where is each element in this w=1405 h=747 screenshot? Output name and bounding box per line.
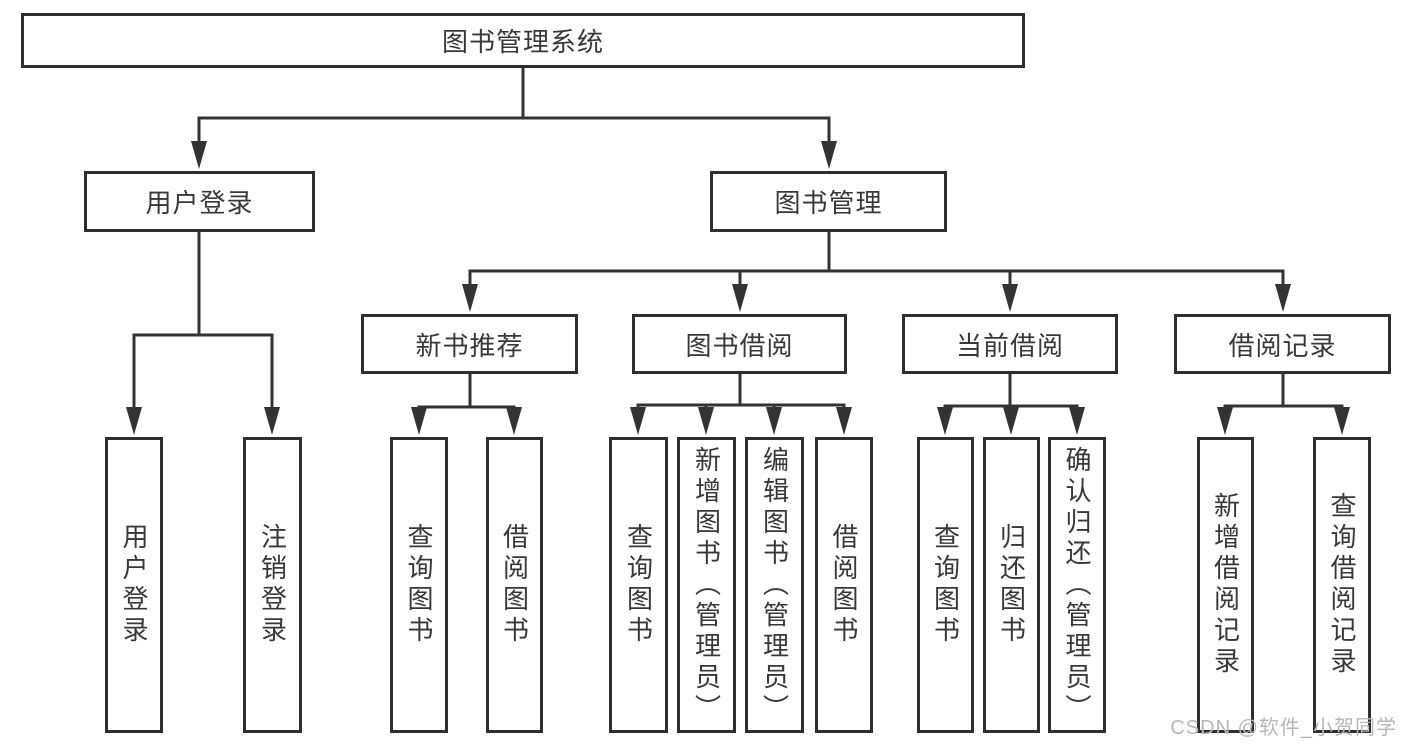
leaf-query-borrow-record-label: 查询借阅记录 (1327, 492, 1357, 678)
leaf-query-books-1: 查询图书 (390, 437, 448, 733)
leaf-logout: 注销登录 (243, 437, 302, 733)
leaf-confirm-return-admin: 确认归还（管理员） (1048, 437, 1106, 733)
leaf-edit-books-admin: 编辑图书（管理员） (745, 437, 804, 733)
node-book-management: 图书管理 (710, 171, 947, 232)
leaf-user-login: 用户登录 (105, 437, 163, 733)
leaf-logout-label: 注销登录 (257, 523, 288, 647)
node-user-login: 用户登录 (84, 171, 315, 232)
leaf-query-books-1-label: 查询图书 (404, 523, 434, 647)
leaf-borrow-books-1-label: 借阅图书 (499, 523, 530, 647)
node-current-borrowing-label: 当前借阅 (955, 330, 1064, 361)
leaf-add-borrow-record: 新增借阅记录 (1197, 437, 1254, 733)
leaf-confirm-return-admin-label: 确认归还（管理员） (1062, 445, 1092, 725)
node-borrowing-records: 借阅记录 (1174, 314, 1391, 374)
leaf-borrow-books-2-label: 借阅图书 (829, 523, 859, 647)
node-current-borrowing: 当前借阅 (902, 314, 1118, 374)
leaf-add-books-admin-label: 新增图书（管理员） (691, 445, 722, 725)
leaf-borrow-books-1: 借阅图书 (486, 437, 543, 733)
leaf-return-books-label: 归还图书 (996, 523, 1027, 647)
node-root: 图书管理系统 (21, 13, 1025, 68)
leaf-query-borrow-record: 查询借阅记录 (1313, 437, 1371, 733)
node-book-management-label: 图书管理 (774, 188, 883, 218)
leaf-user-login-label: 用户登录 (119, 523, 149, 647)
leaf-add-books-admin: 新增图书（管理员） (677, 437, 736, 733)
leaf-query-books-2: 查询图书 (609, 437, 668, 733)
node-user-login-label: 用户登录 (145, 188, 254, 218)
arrowheads (126, 141, 1350, 435)
leaf-add-borrow-record-label: 新增借阅记录 (1210, 492, 1241, 678)
leaf-query-books-3-label: 查询图书 (930, 523, 961, 647)
leaf-query-books-3: 查询图书 (917, 437, 974, 733)
node-new-book-recommend-label: 新书推荐 (415, 330, 524, 361)
node-root-label: 图书管理系统 (441, 27, 604, 57)
leaf-return-books: 归还图书 (983, 437, 1040, 733)
leaf-edit-books-admin-label: 编辑图书（管理员） (759, 445, 790, 725)
leaf-query-books-2-label: 查询图书 (623, 523, 654, 647)
watermark: CSDN @软件_小贺同学 (1170, 717, 1397, 739)
node-new-book-recommend: 新书推荐 (361, 314, 578, 374)
node-book-borrowing-label: 图书借阅 (685, 330, 794, 361)
leaf-borrow-books-2: 借阅图书 (815, 437, 873, 733)
node-borrowing-records-label: 借阅记录 (1228, 330, 1337, 361)
node-book-borrowing: 图书借阅 (632, 314, 847, 374)
